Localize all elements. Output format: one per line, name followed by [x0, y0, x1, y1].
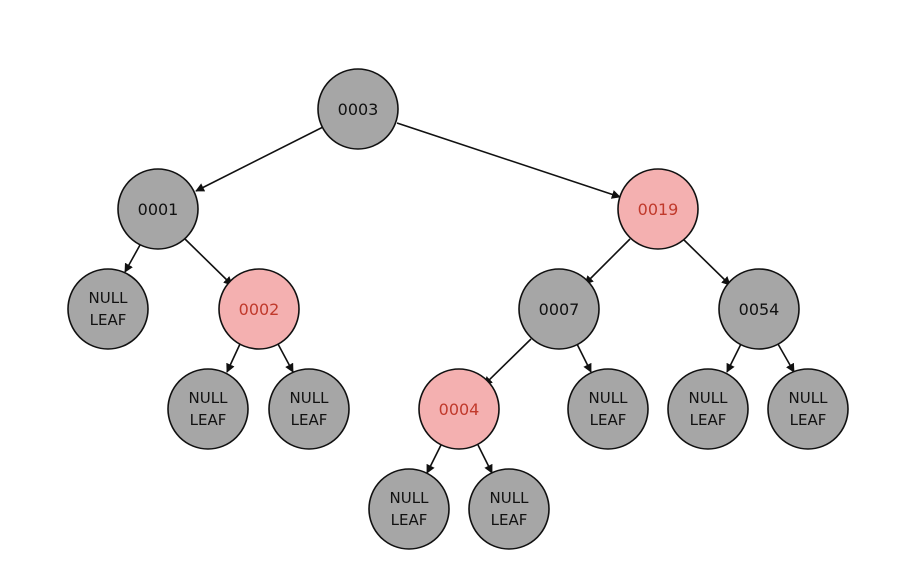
null-leaf-line2: LEAF — [291, 411, 328, 429]
edge-0019-0054 — [682, 238, 731, 286]
null-leaf-line1: NULL — [290, 389, 330, 407]
null-leaf-line2: LEAF — [590, 411, 627, 429]
null-leaf-circle — [268, 368, 350, 450]
null-leaf-line2: LEAF — [690, 411, 727, 429]
null-leaf-circle — [767, 368, 849, 450]
null-leaf-line2: LEAF — [790, 411, 827, 429]
null-leaf-line1: NULL — [490, 489, 530, 507]
null-leaf-circle — [468, 468, 550, 550]
null-leaf-line1: NULL — [89, 289, 129, 307]
edge-0003-0001 — [195, 126, 324, 192]
null-leaf-0002-right: NULL LEAF — [268, 368, 350, 450]
node-0003: 0003 — [317, 68, 399, 150]
edge-0003-0019 — [396, 122, 621, 199]
null-leaf-circle — [567, 368, 649, 450]
edge-0054-leaf-left — [726, 343, 742, 373]
null-leaf-0002-left: NULL LEAF — [167, 368, 249, 450]
null-leaf-circle — [67, 268, 149, 350]
node-0002-label: 0002 — [239, 300, 280, 319]
null-leaf-0001-left: NULL LEAF — [67, 268, 149, 350]
node-0054: 0054 — [718, 268, 800, 350]
edge-0001-0002 — [184, 238, 233, 286]
node-0001: 0001 — [117, 168, 199, 250]
node-0002: 0002 — [218, 268, 300, 350]
null-leaf-line1: NULL — [390, 489, 430, 507]
node-0007-label: 0007 — [539, 300, 580, 319]
edge-0019-0007 — [584, 238, 631, 285]
null-leaf-line2: LEAF — [190, 411, 227, 429]
node-0019-label: 0019 — [638, 200, 679, 219]
edge-0054-leaf-right — [777, 343, 795, 373]
node-0054-label: 0054 — [739, 300, 780, 319]
node-0004-circle — [418, 368, 500, 450]
node-0001-label: 0001 — [138, 200, 179, 219]
null-leaf-circle — [167, 368, 249, 450]
edge-0001-leaf — [124, 244, 141, 273]
node-0004: 0004 — [418, 368, 500, 450]
null-leaf-0054-right: NULL LEAF — [767, 368, 849, 450]
null-leaf-0004-left: NULL LEAF — [368, 468, 450, 550]
null-leaf-line1: NULL — [789, 389, 829, 407]
edge-0007-leaf — [576, 343, 592, 373]
edges — [124, 122, 795, 474]
node-0019-circle — [617, 168, 699, 250]
null-leaf-line1: NULL — [589, 389, 629, 407]
node-0007-circle — [518, 268, 600, 350]
null-leaf-line1: NULL — [189, 389, 229, 407]
null-leaf-line1: NULL — [689, 389, 729, 407]
node-0019: 0019 — [617, 168, 699, 250]
edge-0007-0004 — [483, 338, 532, 386]
null-leaf-circle — [368, 468, 450, 550]
node-0054-circle — [718, 268, 800, 350]
null-leaf-0007-right: NULL LEAF — [567, 368, 649, 450]
node-0003-label: 0003 — [338, 100, 379, 119]
edge-0002-leaf-right — [277, 343, 294, 373]
null-leaf-line2: LEAF — [491, 511, 528, 529]
node-0001-circle — [117, 168, 199, 250]
edge-0002-leaf-left — [226, 343, 241, 373]
node-0007: 0007 — [518, 268, 600, 350]
edge-0004-leaf-right — [477, 444, 493, 474]
null-leaf-line2: LEAF — [90, 311, 127, 329]
node-0003-circle — [317, 68, 399, 150]
edge-0004-leaf-left — [426, 444, 442, 474]
null-leaf-circle — [667, 368, 749, 450]
null-leaf-0004-right: NULL LEAF — [468, 468, 550, 550]
null-leaf-line2: LEAF — [391, 511, 428, 529]
node-0004-label: 0004 — [439, 400, 480, 419]
null-leaf-0054-left: NULL LEAF — [667, 368, 749, 450]
node-0002-circle — [218, 268, 300, 350]
